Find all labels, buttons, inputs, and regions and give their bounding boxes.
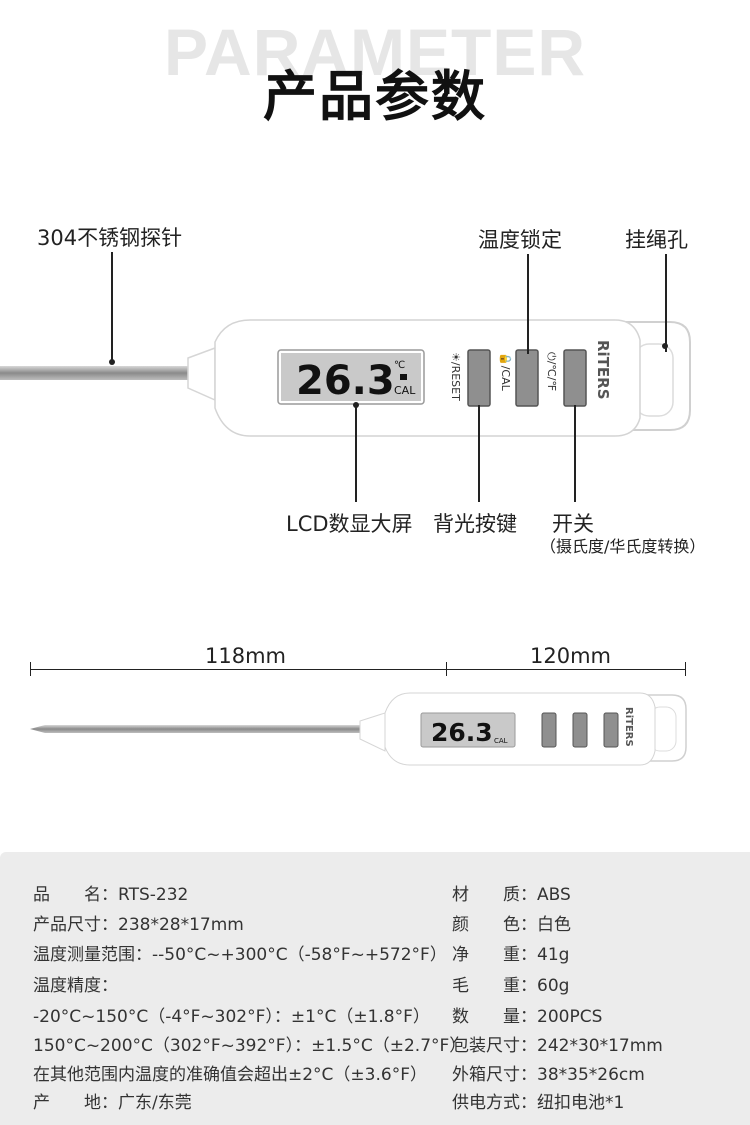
dimension-left: 118mm xyxy=(205,644,286,668)
thermometer-main-illustration: 26.3 ℃ CAL ☀/RESET 🔒/CAL ⏻/℃/℉ RiTERS xyxy=(0,319,691,437)
spec-right-1: 颜 色：白色 xyxy=(452,915,571,935)
btn3-label: ⏻/℃/℉ xyxy=(545,352,558,391)
page-title: 产品参数 xyxy=(263,65,487,128)
spec-left-3: 温度精度： xyxy=(33,976,118,996)
btn2-label: 🔒/CAL xyxy=(499,352,512,392)
callout-lock: 温度锁定 xyxy=(478,228,562,252)
spec-right-7: 供电方式：纽扣电池*1 xyxy=(452,1093,625,1113)
spec-left-5: 150°C~200°C（302°F~392°F）：±1.5°C（±2.7°F） xyxy=(33,1036,467,1056)
leader-lock xyxy=(527,254,529,354)
backlight-button xyxy=(467,349,491,407)
device-body xyxy=(214,319,641,437)
spec-right-2: 净 重：41g xyxy=(452,945,570,965)
spec-left-6: 在其他范围内温度的准确值会超出±2°C（±3.6°F） xyxy=(33,1065,427,1085)
leader-hole-dot xyxy=(662,343,668,349)
callout-lcd: LCD数显大屏 xyxy=(286,512,413,536)
spec-right-3: 毛 重：60g xyxy=(452,976,570,996)
spec-right-4: 数 量：200PCS xyxy=(452,1007,603,1027)
lcd-screen xyxy=(281,353,421,401)
dimension-tick-right xyxy=(685,662,686,676)
spec-left-1: 产品尺寸：238*28*17mm xyxy=(33,915,244,935)
btn1-label: ☀/RESET xyxy=(449,352,462,401)
leader-switch xyxy=(574,405,576,502)
spec-panel: 品 名：RTS-232 产品尺寸：238*28*17mm 温度测量范围：--50… xyxy=(0,852,750,1125)
lock-button xyxy=(515,349,539,407)
callout-switch: 开关 xyxy=(552,512,594,536)
lcd-cal: CAL xyxy=(394,384,416,397)
leader-hole xyxy=(665,254,667,352)
dimension-tick-left xyxy=(30,662,31,676)
leader-probe-dot xyxy=(109,359,115,365)
callout-switch-sub: （摄氏度/华氏度转换） xyxy=(540,537,706,556)
leader-backlight xyxy=(478,405,480,502)
lcd-reading: 26.3 xyxy=(296,358,395,404)
spec-left-0: 品 名：RTS-232 xyxy=(33,885,189,905)
brand-logo: RiTERS xyxy=(594,340,612,400)
lock-icon xyxy=(400,374,407,380)
dimension-line xyxy=(30,669,685,670)
spec-right-5: 包装尺寸：242*30*17mm xyxy=(452,1036,663,1056)
callout-probe: 304不锈钢探针 xyxy=(37,226,183,250)
leader-lcd-dot xyxy=(353,402,359,408)
thermometer-small-illustration: 26.3 CAL RiTERS xyxy=(30,692,687,766)
callout-backlight: 背光按键 xyxy=(433,512,517,536)
callout-hole: 挂绳孔 xyxy=(625,228,688,252)
lcd-reading-small: 26.3 xyxy=(431,718,493,747)
dimension-tick-mid xyxy=(446,662,447,676)
switch-button xyxy=(563,349,587,407)
brand-logo-small: RiTERS xyxy=(623,707,634,747)
spec-left-2: 温度测量范围：--50°C~+300°C（-58°F~+572°F） xyxy=(33,945,447,965)
dimension-right: 120mm xyxy=(530,644,611,668)
header-bg-word: PARAMETER xyxy=(163,15,587,89)
leader-lcd xyxy=(355,405,357,502)
lcd-unit: ℃ xyxy=(394,360,405,371)
spec-left-7: 产 地：广东/东莞 xyxy=(33,1093,192,1113)
spec-right-0: 材 质：ABS xyxy=(452,885,571,905)
lcd-cal-small: CAL xyxy=(494,737,508,745)
spec-left-4: -20°C~150°C（-4°F~302°F）：±1°C（±1.8°F） xyxy=(33,1007,430,1027)
device-neck xyxy=(187,346,216,402)
probe-rod xyxy=(0,366,200,380)
spec-right-6: 外箱尺寸：38*35*26cm xyxy=(452,1065,645,1085)
leader-probe xyxy=(111,252,113,362)
